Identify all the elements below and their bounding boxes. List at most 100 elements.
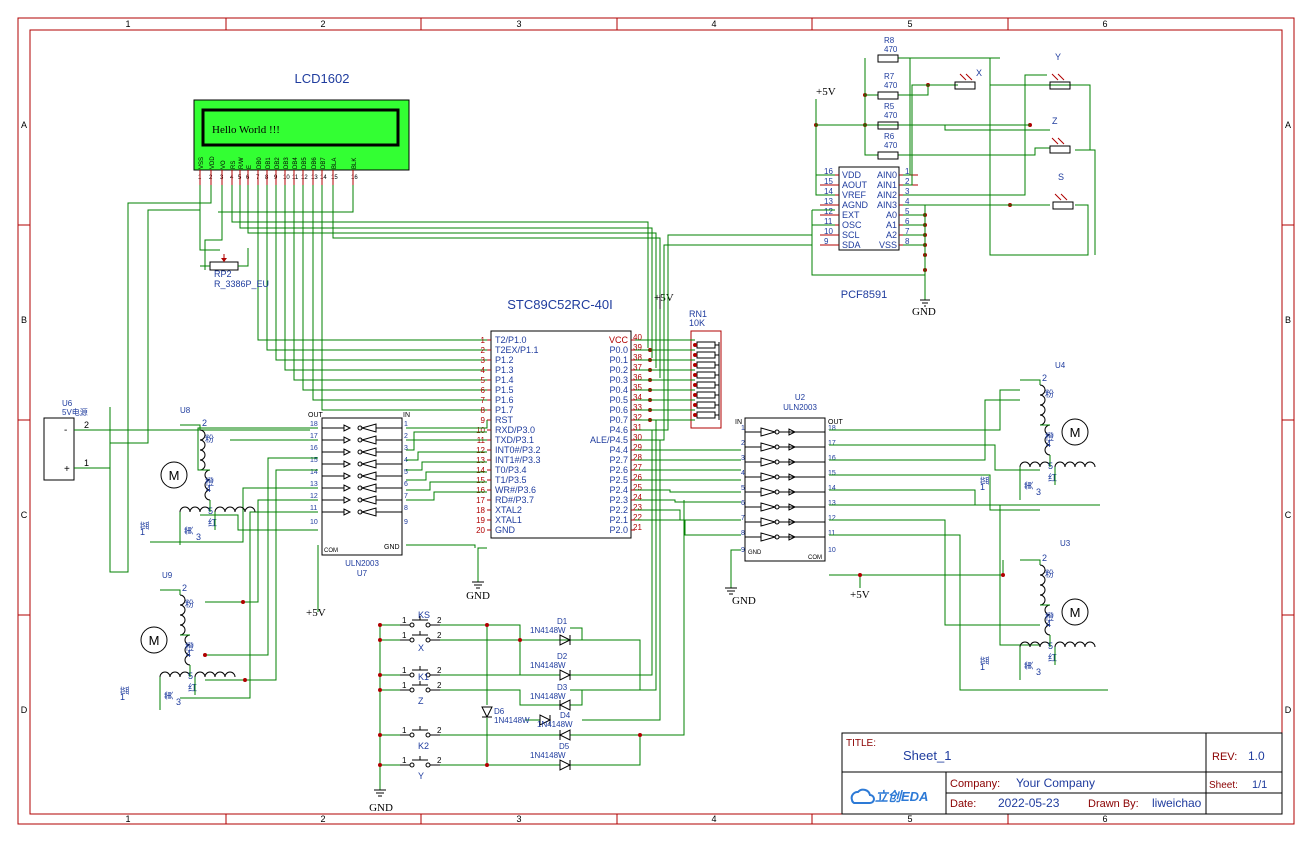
diode-ref: D2 bbox=[557, 652, 568, 661]
u7-com-label: COM bbox=[324, 548, 338, 554]
mcu-pin-name: VCC bbox=[609, 335, 629, 345]
u6-pin-plus: 1 bbox=[84, 458, 89, 468]
pcf-pin-number: 5 bbox=[905, 207, 910, 216]
mcu-pin-number: 3 bbox=[481, 356, 486, 365]
col-label-top-4: 4 bbox=[711, 19, 716, 29]
tb-date: 2022-05-23 bbox=[998, 796, 1060, 810]
mcu-pin-name: T2/P1.0 bbox=[495, 335, 527, 345]
mcu-pin-name: P0.1 bbox=[609, 355, 628, 365]
switch-pin: 2 bbox=[437, 631, 442, 640]
motor-m-label: M bbox=[1070, 605, 1081, 620]
wire-red: 红 bbox=[208, 517, 217, 528]
u6-power-supply: U6 5V电源 - + 2 1 bbox=[43, 399, 310, 481]
u6-name: 5V电源 bbox=[62, 407, 88, 417]
lcd-pin-number: 13 bbox=[311, 175, 318, 181]
pin-2: 2 bbox=[1042, 553, 1047, 563]
uln-in-pin: 9 bbox=[404, 519, 408, 526]
wire-pink: 粉 bbox=[185, 598, 194, 609]
wire-pink: 粉 bbox=[1045, 568, 1054, 579]
uln-out-pin: 14 bbox=[310, 469, 318, 476]
wire-blue: 蓝 bbox=[139, 521, 150, 530]
motor-m-label: M bbox=[1070, 425, 1081, 440]
u2-gnd-power-label: GND bbox=[732, 595, 756, 607]
rp2-potentiometer: RP2 R_3386P_EU bbox=[200, 248, 269, 289]
mcu-pin-name: P0.7 bbox=[609, 415, 628, 425]
uln-in-pin: 6 bbox=[404, 481, 408, 488]
mcu-pin-number: 32 bbox=[633, 413, 642, 422]
pcf-pin-number: 11 bbox=[824, 217, 833, 226]
mcu-pin-number: 29 bbox=[633, 443, 642, 452]
mcu-pin-name: P1.4 bbox=[495, 375, 514, 385]
u7-name: ULN2003 bbox=[345, 559, 379, 568]
lcd-pin-number: 12 bbox=[301, 175, 308, 181]
switch-ref: K2 bbox=[418, 741, 429, 751]
wire-orange: 橙 bbox=[205, 476, 214, 487]
uln-out-pin: 16 bbox=[310, 445, 318, 452]
col-label-bottom-6: 6 bbox=[1102, 814, 1107, 824]
uln-out-pin: 16 bbox=[828, 455, 836, 462]
mcu-right-pins: 40VCC39P0.038P0.137P0.236P0.335P0.434P0.… bbox=[590, 333, 652, 535]
switch-ref: Y bbox=[418, 771, 424, 781]
mcu-pin-name: P2.7 bbox=[609, 455, 628, 465]
mcu-pin-number: 14 bbox=[476, 466, 485, 475]
u7-vcc-label: +5V bbox=[306, 607, 326, 619]
rp2-ref: RP2 bbox=[214, 269, 232, 279]
tb-sheet-label: Sheet: bbox=[1209, 780, 1238, 791]
mcu-pin-name: TXD/P3.1 bbox=[495, 435, 534, 445]
sheet-frame: 1 2 3 4 5 6 1 2 3 4 5 6 A B C D A B C D bbox=[17, 17, 1295, 825]
lcd-screen-text: Hello World !!! bbox=[212, 124, 280, 136]
mcu-pin-name: WR#/P3.6 bbox=[495, 485, 536, 495]
mcu-pin-number: 7 bbox=[481, 396, 486, 405]
diode-ref: D1 bbox=[557, 617, 568, 626]
uln-in-pin: 2 bbox=[741, 440, 745, 447]
rn1-ref: RN1 bbox=[689, 309, 707, 319]
pin-1: 1 bbox=[120, 692, 125, 702]
pcf-pin-number: 3 bbox=[905, 187, 910, 196]
motor-ref: U9 bbox=[162, 571, 173, 580]
mcu-pin-number: 30 bbox=[633, 433, 642, 442]
mcu-pin-name: P1.2 bbox=[495, 355, 514, 365]
rn1-value: 10K bbox=[689, 318, 705, 328]
keys-gnd-label: GND bbox=[369, 802, 393, 814]
mcu-pin-name: P2.6 bbox=[609, 465, 628, 475]
uln-in-pin: 4 bbox=[741, 470, 745, 477]
pin-3: 3 bbox=[196, 532, 201, 542]
mcu-gnd-label: GND bbox=[466, 590, 490, 602]
u7-out-label: OUT bbox=[308, 412, 324, 419]
rn1-resistor-network: RN1 10K +5V bbox=[654, 292, 722, 429]
pin-1: 1 bbox=[980, 482, 985, 492]
uln-in-pin: 9 bbox=[741, 547, 745, 554]
wire-red: 红 bbox=[1048, 652, 1057, 663]
switch-pin: 2 bbox=[437, 681, 442, 690]
uln-out-pin: 12 bbox=[310, 493, 318, 500]
switch-pin: 1 bbox=[402, 756, 407, 765]
switch-pin: 2 bbox=[437, 616, 442, 625]
pcf-pin-name: VDD bbox=[842, 170, 862, 180]
mcu-pin-number: 19 bbox=[476, 516, 485, 525]
lcd-pin-name: DB4 bbox=[293, 157, 299, 169]
col-label-top-1: 1 bbox=[125, 19, 130, 29]
uln-in-pin: 8 bbox=[741, 530, 745, 537]
pin-2: 2 bbox=[1042, 373, 1047, 383]
mcu-pin-number: 28 bbox=[633, 453, 642, 462]
ldr-sensors: X Y Z S bbox=[954, 52, 1074, 210]
lcsc-eda-logo: 立创EDA bbox=[850, 788, 928, 804]
mcu-pin-number: 38 bbox=[633, 353, 642, 362]
mcu-pin-number: 8 bbox=[481, 406, 486, 415]
col-label-top-5: 5 bbox=[907, 19, 912, 29]
switch-ref: Z bbox=[418, 696, 424, 706]
pcf-pin-name: EXT bbox=[842, 210, 860, 220]
mcu-pin-number: 15 bbox=[476, 476, 485, 485]
wire-pink: 粉 bbox=[205, 433, 214, 444]
tb-company-label: Company: bbox=[950, 778, 1000, 790]
r8-ref: R8 bbox=[884, 36, 895, 45]
tb-drawn: liweichao bbox=[1152, 796, 1202, 810]
mcu-pin-name: RD#/P3.7 bbox=[495, 495, 534, 505]
pcf-pin-number: 12 bbox=[824, 207, 833, 216]
